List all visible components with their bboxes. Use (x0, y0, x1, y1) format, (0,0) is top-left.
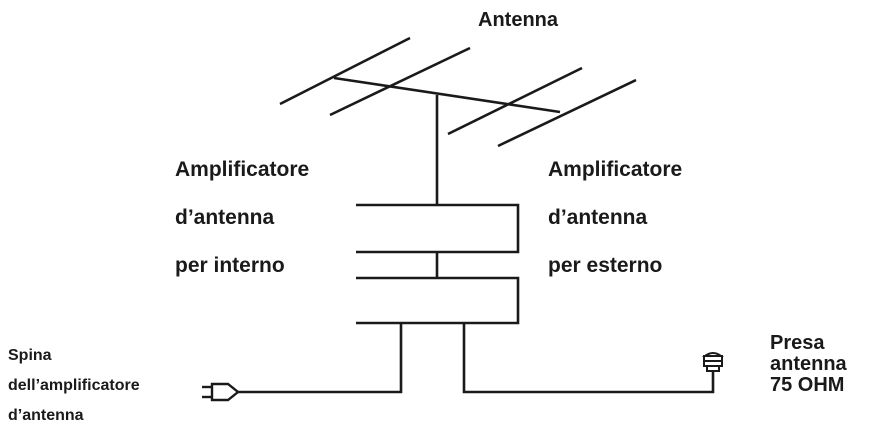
outdoor-amplifier-line-3: per esterno (548, 254, 663, 277)
antenna-socket-icon (701, 352, 725, 375)
outdoor-amplifier-line-2: d’antenna (548, 206, 648, 229)
plug-label: Spina dell’amplificatore d’antenna (8, 341, 140, 431)
indoor-amplifier-line-2: d’antenna (175, 206, 275, 229)
outdoor-amplifier-label: Amplificatore d’antenna per esterno (548, 146, 682, 290)
indoor-amplifier-loop (356, 276, 520, 325)
plug-line-3: d’antenna (8, 407, 84, 424)
plug-cable (238, 323, 403, 394)
socket-cable (462, 323, 715, 394)
socket-line-3: 75 OHM (770, 374, 845, 396)
plug-line-2: dell’amplificatore (8, 377, 140, 394)
indoor-amplifier-label: Amplificatore d’antenna per interno (175, 146, 309, 290)
outdoor-amplifier-loop (356, 203, 520, 254)
indoor-amplifier-line-3: per interno (175, 254, 285, 277)
plug-line-1: Spina (8, 347, 52, 364)
socket-line-1: Presa (770, 332, 825, 354)
outdoor-amplifier-line-1: Amplificatore (548, 158, 683, 181)
antenna-element (329, 46, 471, 117)
antenna-label-text: Antenna (478, 9, 558, 31)
antenna-boom (333, 76, 561, 114)
antenna-drawing (279, 36, 637, 205)
plug-icon (202, 382, 240, 402)
antenna-element (279, 36, 411, 106)
indoor-amplifier-line-1: Amplificatore (175, 158, 310, 181)
socket-label: Presa antenna 75 OHM (770, 333, 847, 396)
antenna-element (497, 78, 637, 148)
antenna-element (447, 66, 583, 136)
antenna-label: Antenna (478, 8, 558, 32)
socket-line-2: antenna (770, 353, 847, 375)
